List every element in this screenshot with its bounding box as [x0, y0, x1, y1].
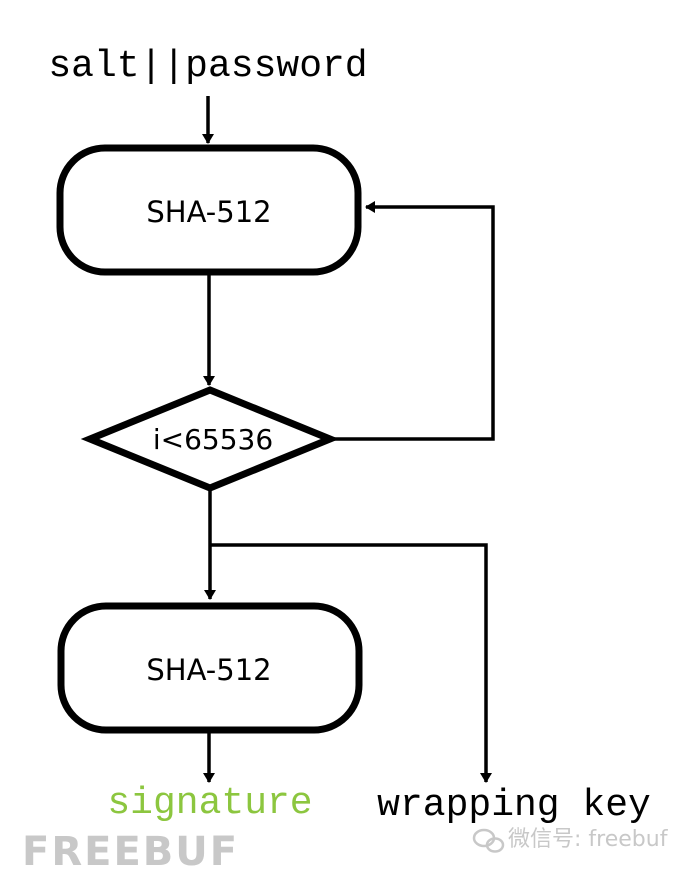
- wechat-id-watermark: 微信号: freebuf: [508, 827, 669, 852]
- freebuf-watermark-logo: FREEBUF: [22, 829, 239, 875]
- hash-box-1-label: SHA-512: [146, 195, 271, 229]
- loop-condition-diamond: i<65536: [80, 386, 340, 492]
- hash-box-1: SHA-512: [56, 144, 362, 276]
- wechat-icon: [472, 828, 505, 853]
- signature-output-label: signature: [107, 782, 312, 825]
- hash-box-2: SHA-512: [57, 602, 363, 734]
- input-label: salt||password: [48, 45, 367, 88]
- hash-box-2-label: SHA-512: [146, 653, 271, 687]
- wrapping-key-output-label: wrapping key: [377, 784, 651, 827]
- loop-condition-label: i<65536: [153, 423, 273, 456]
- loop-back-arrow: [330, 201, 495, 441]
- branch-to-wrapping-key-arrow: [210, 543, 492, 783]
